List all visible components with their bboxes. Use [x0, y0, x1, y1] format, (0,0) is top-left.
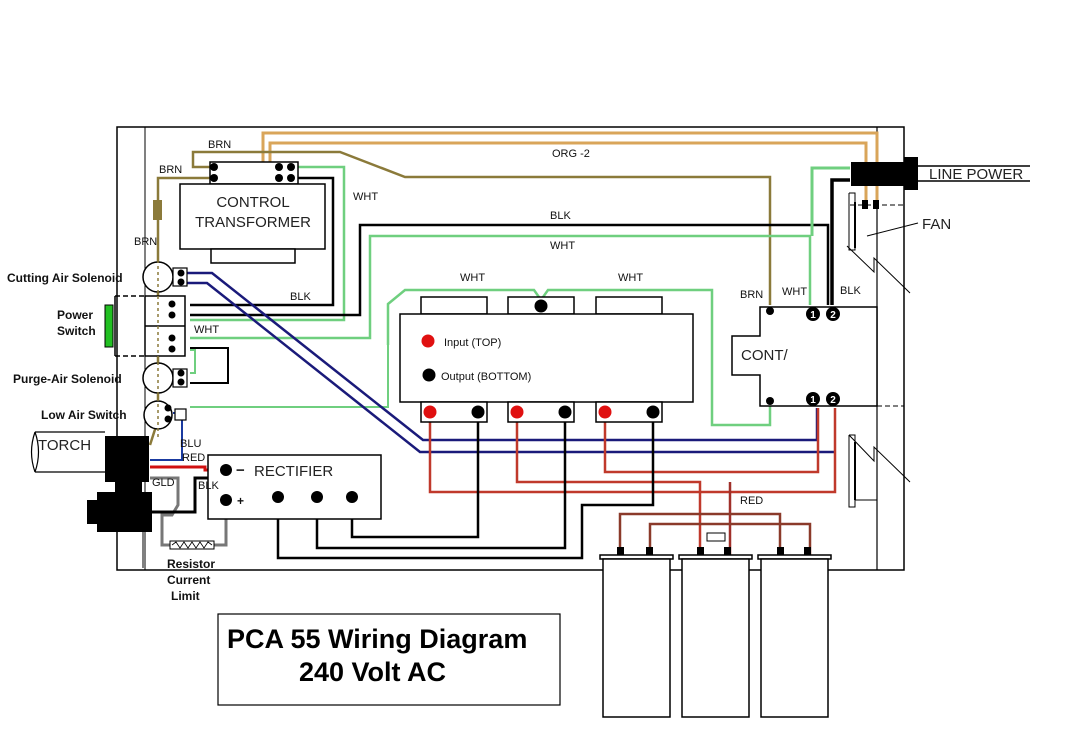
svg-text:2: 2	[830, 310, 836, 321]
red-wires	[150, 408, 837, 555]
fan: FAN	[846, 192, 951, 508]
resistor-icon	[169, 540, 215, 550]
svg-text:2: 2	[830, 395, 836, 406]
wire-labels: BRN BRN BRN ORG -2 WHT BLK WHT BLK WHT W…	[134, 139, 861, 507]
wire-label: BRN	[208, 139, 231, 151]
low-air-switch-label: Low Air Switch	[41, 408, 127, 422]
wire-label: BLK	[198, 480, 219, 492]
blk-line-wire	[830, 178, 850, 305]
svg-text:Resistor: Resistor	[167, 557, 215, 571]
wire-label: BLK	[840, 285, 861, 297]
input-terminal	[510, 405, 524, 419]
legend-output-dot	[422, 368, 436, 382]
svg-text:1: 1	[810, 395, 816, 406]
blk-main-wire	[190, 223, 830, 317]
wire-label: RED	[182, 452, 205, 464]
output-terminal	[646, 405, 660, 419]
wire-label: BRN	[740, 289, 763, 301]
power-switch: Power Switch	[57, 295, 186, 357]
wire-label: WHT	[194, 324, 219, 336]
wire-label: BLU	[180, 438, 201, 450]
rectifier-plus: +	[237, 494, 244, 508]
contactor: 1 2 1 2 CONT/	[731, 306, 904, 407]
wht-line-wire	[810, 166, 850, 236]
fan-label: FAN	[922, 216, 951, 233]
torch-label: TORCH	[38, 437, 91, 454]
blk-transformer-wire	[190, 176, 335, 307]
wire-label: ORG -2	[552, 148, 590, 160]
svg-text:Current: Current	[167, 573, 210, 587]
legend-input-label: Input (TOP)	[444, 337, 501, 349]
wire-label: BRN	[134, 236, 157, 248]
wire-label: BLK	[290, 291, 311, 303]
wire-label: WHT	[618, 272, 643, 284]
legend-output-label: Output (BOTTOM)	[441, 371, 531, 383]
power-switch-label-2: Switch	[57, 324, 96, 338]
cutting-air-solenoid: Cutting Air Solenoid	[7, 261, 188, 293]
rectifier-label: RECTIFIER	[254, 463, 333, 480]
wht-main-wire	[190, 234, 812, 340]
bleeder-resistor-icon	[706, 532, 726, 542]
transformer-label-2: TRANSFORMER	[195, 214, 311, 231]
line-power-plug: LINE POWER	[851, 157, 1030, 190]
output-terminal	[471, 405, 485, 419]
wht-transformer-wire	[190, 165, 346, 322]
title-line-2: 240 Volt AC	[299, 657, 446, 687]
line-power-label: LINE POWER	[929, 166, 1023, 183]
control-transformer: CONTROL TRANSFORMER	[179, 161, 326, 264]
torch: TORCH	[30, 431, 152, 568]
purge-air-solenoid-label: Purge-Air Solenoid	[13, 372, 122, 386]
rectifier: − + RECTIFIER	[207, 454, 382, 520]
wht-bank-wire	[190, 292, 400, 420]
wire-label: BLK	[550, 210, 571, 222]
wire-label: GLD	[152, 477, 175, 489]
wire-label: WHT	[782, 286, 807, 298]
input-terminal	[423, 405, 437, 419]
wire-label: RED	[740, 495, 763, 507]
output-terminal	[558, 405, 572, 419]
input-terminal	[598, 405, 612, 419]
svg-text:Limit: Limit	[171, 589, 200, 603]
wire-label: WHT	[353, 191, 378, 203]
transformer-label-1: CONTROL	[216, 194, 289, 211]
switch-rocker-icon	[104, 304, 114, 348]
wire-label: WHT	[550, 240, 575, 252]
low-air-switch: Low Air Switch	[41, 400, 187, 430]
cutting-air-solenoid-label: Cutting Air Solenoid	[7, 271, 123, 285]
legend-input-dot	[421, 334, 435, 348]
fuse-icon	[153, 200, 162, 220]
contactor-label: CONT/	[741, 347, 788, 364]
capacitors	[599, 532, 832, 718]
wire-label: BRN	[159, 164, 182, 176]
wire-label: WHT	[460, 272, 485, 284]
title-line-1: PCA 55 Wiring Diagram	[227, 624, 527, 654]
title-block: PCA 55 Wiring Diagram 240 Volt AC	[217, 613, 561, 706]
rectifier-minus: −	[236, 462, 245, 479]
power-switch-label-1: Power	[57, 308, 93, 322]
resistor-label: Resistor Current Limit	[167, 557, 215, 603]
main-transformer-bank: Input (TOP) Output (BOTTOM)	[399, 296, 694, 423]
purge-air-solenoid: Purge-Air Solenoid	[13, 362, 188, 394]
svg-text:1: 1	[810, 310, 816, 321]
